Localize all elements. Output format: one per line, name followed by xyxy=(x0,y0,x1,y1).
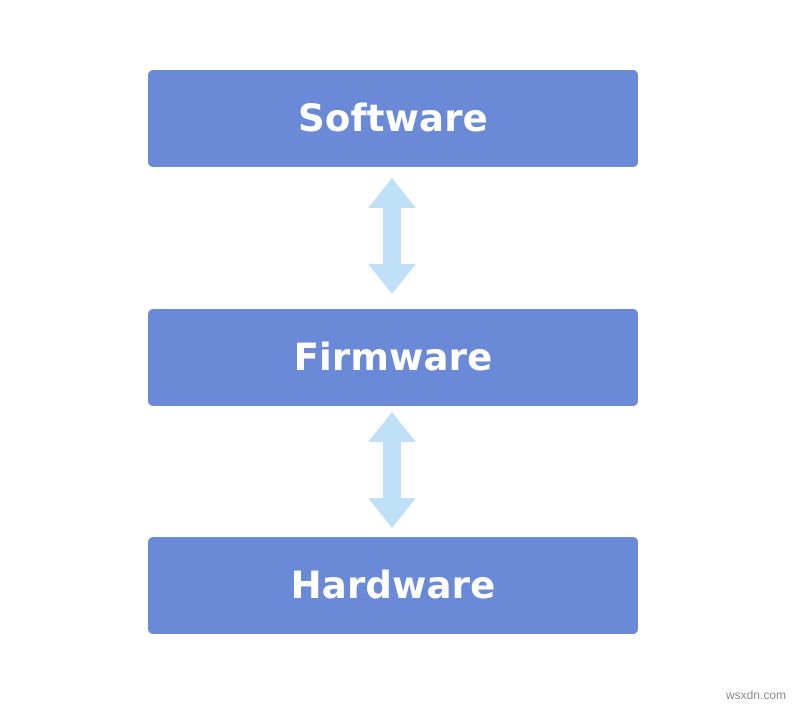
double-arrow-software-firmware-icon xyxy=(368,178,416,294)
firmware-layer-box: Firmware xyxy=(148,309,638,406)
double-arrow-firmware-hardware-shape xyxy=(368,412,416,528)
hardware-layer-label: Hardware xyxy=(290,564,496,607)
double-arrow-software-firmware-shape xyxy=(368,178,416,294)
double-arrow-firmware-hardware-icon xyxy=(368,412,416,528)
software-layer-label: Software xyxy=(298,97,488,140)
hardware-layer-box: Hardware xyxy=(148,537,638,634)
firmware-layer-label: Firmware xyxy=(293,336,493,379)
software-layer-box: Software xyxy=(148,70,638,167)
watermark-text: wsxdn.com xyxy=(725,688,786,702)
